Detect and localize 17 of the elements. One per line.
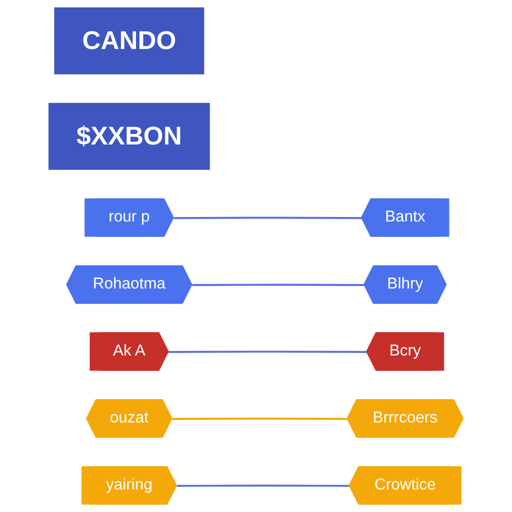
arrow-shape: yairing (82, 466, 177, 505)
connector-line (192, 284, 365, 286)
header-box: $XXBON (48, 102, 210, 170)
arrow-shape: Blhry (364, 265, 447, 304)
arrow-shape: Ak A (90, 332, 169, 371)
arrow-shape: Brrrcoers (346, 399, 464, 438)
arrow-shape: Crowtice (348, 466, 462, 505)
connector-line (168, 350, 368, 353)
connector-line (176, 484, 350, 487)
connector-line (174, 216, 362, 220)
arrow-shape: ouzat (86, 399, 172, 438)
header-box: CANDO (54, 7, 204, 74)
arrow-shape: rour p (84, 198, 174, 237)
arrow-shape: Rohaotma (66, 265, 192, 304)
connector-line (172, 418, 348, 420)
arrow-shape: Bantx (360, 198, 450, 237)
arrow-shape: Bcry (366, 332, 444, 371)
